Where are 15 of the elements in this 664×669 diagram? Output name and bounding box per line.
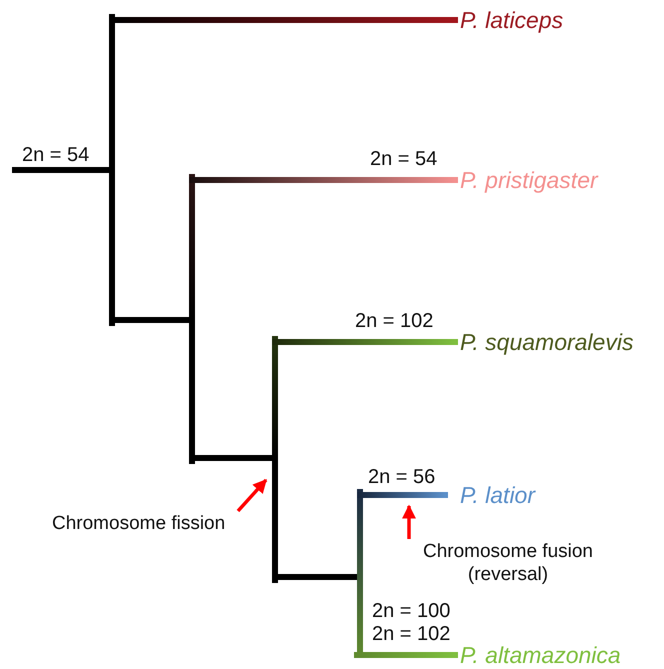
annotation-text: Chromosome fission bbox=[52, 512, 242, 535]
annotation-text: Chromosome fusion (reversal) bbox=[400, 540, 598, 586]
chromosome-number-label: 2n = 102 bbox=[372, 623, 450, 645]
chromosome-number-label: 2n = 54 bbox=[370, 148, 438, 170]
arrow bbox=[402, 504, 416, 539]
species-name: P. squamoralevis bbox=[460, 329, 634, 355]
chromosome-number-label: 2n = 54 bbox=[22, 144, 90, 166]
species-name: P. altamazonica bbox=[460, 642, 621, 668]
species-name: P. latior bbox=[460, 482, 536, 508]
chromosome-number-label: 2n = 102 bbox=[355, 310, 434, 332]
species-name: P. laticeps bbox=[460, 7, 564, 33]
species-name: P. pristigaster bbox=[460, 167, 598, 193]
chromosome-number-label: 2n = 56 bbox=[368, 466, 436, 488]
chromosome-number-label: 2n = 100 bbox=[372, 600, 450, 622]
arrow bbox=[236, 478, 268, 512]
